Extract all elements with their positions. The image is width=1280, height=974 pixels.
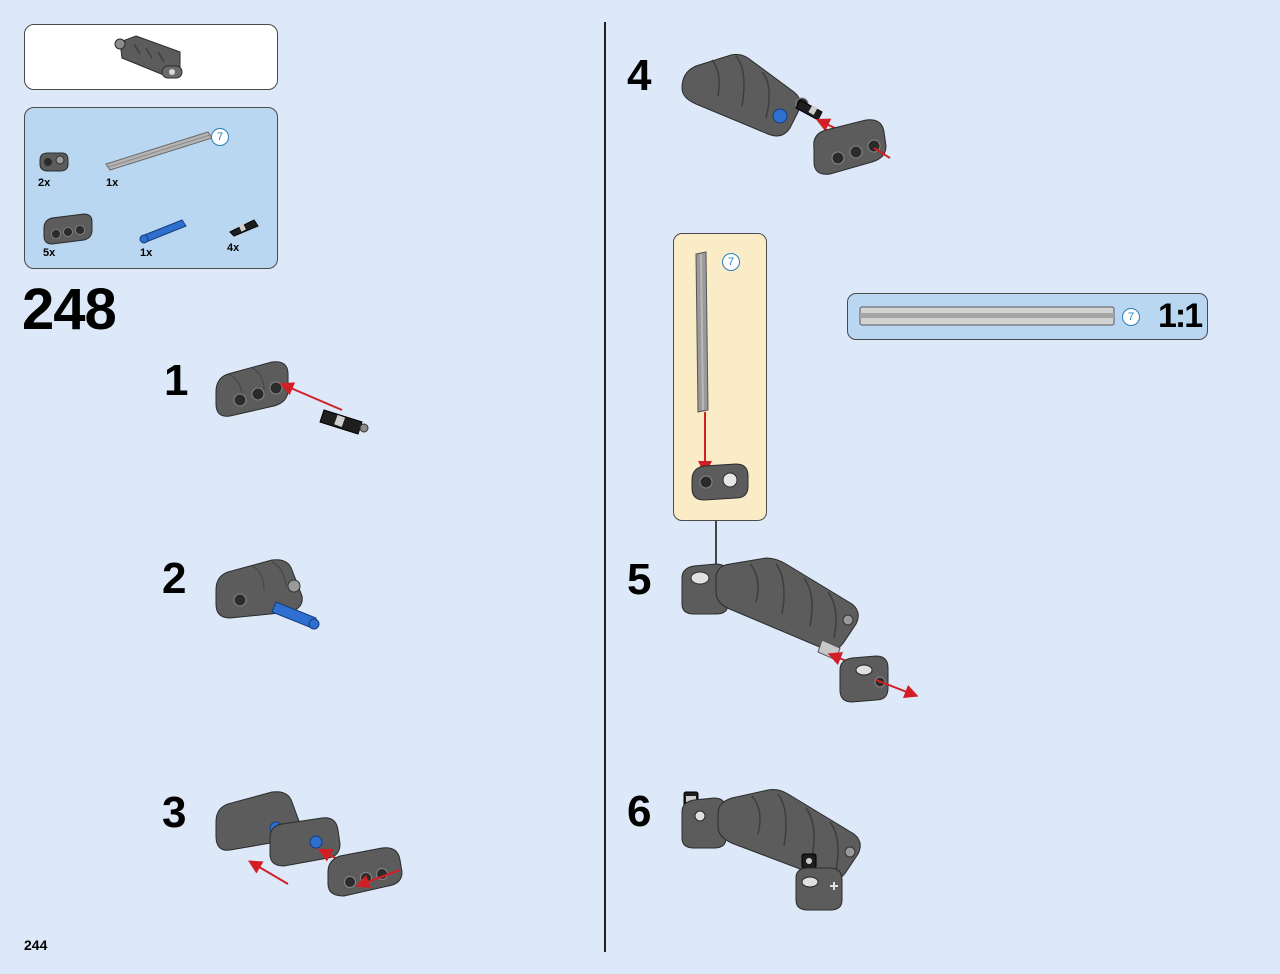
qty-blue-axle-pin: 1x	[140, 247, 153, 259]
three-hole-beam-part-icon	[43, 213, 93, 245]
substep-1-number: 1	[164, 356, 189, 405]
substep-4-illustration	[681, 53, 891, 175]
qty-three-hole-beam: 5x	[43, 247, 56, 259]
subassembly-axle	[695, 251, 709, 413]
substep-2-illustration	[215, 559, 320, 630]
substep-6-illustration	[681, 789, 861, 911]
qty-axle: 1x	[106, 177, 119, 189]
scale-reference-axle	[859, 306, 1115, 326]
axle-length-badge: 7	[211, 128, 229, 146]
substep-5-illustration	[681, 557, 919, 703]
qty-angled-beam: 2x	[38, 177, 51, 189]
blue-axle-pin-part-icon	[139, 219, 187, 244]
scale-label: 1:1	[1158, 297, 1203, 335]
subassembly-angled-beam	[691, 463, 749, 501]
substep-3-number: 3	[162, 788, 187, 837]
substep-1-illustration	[215, 361, 369, 435]
substep-2-number: 2	[162, 554, 187, 603]
substep-6-number: 6	[627, 787, 652, 836]
substep-5-number: 5	[627, 555, 652, 604]
scale-length-badge: 7	[1122, 308, 1140, 326]
friction-pin-part-icon	[229, 219, 259, 237]
substep-4-number: 4	[627, 51, 652, 100]
subassembly-axle-length-badge: 7	[722, 253, 740, 271]
page-number: 244	[24, 937, 48, 953]
result-preview-model	[114, 35, 183, 79]
angled-beam-part-icon	[39, 152, 69, 172]
qty-friction-pin: 4x	[227, 242, 240, 254]
subassembly-arrow	[698, 412, 712, 475]
column-divider	[604, 22, 606, 952]
main-step-number: 248	[22, 277, 117, 342]
axle-part-icon	[105, 131, 213, 171]
substep-3-illustration	[215, 791, 403, 897]
callout-arrow	[710, 521, 722, 577]
